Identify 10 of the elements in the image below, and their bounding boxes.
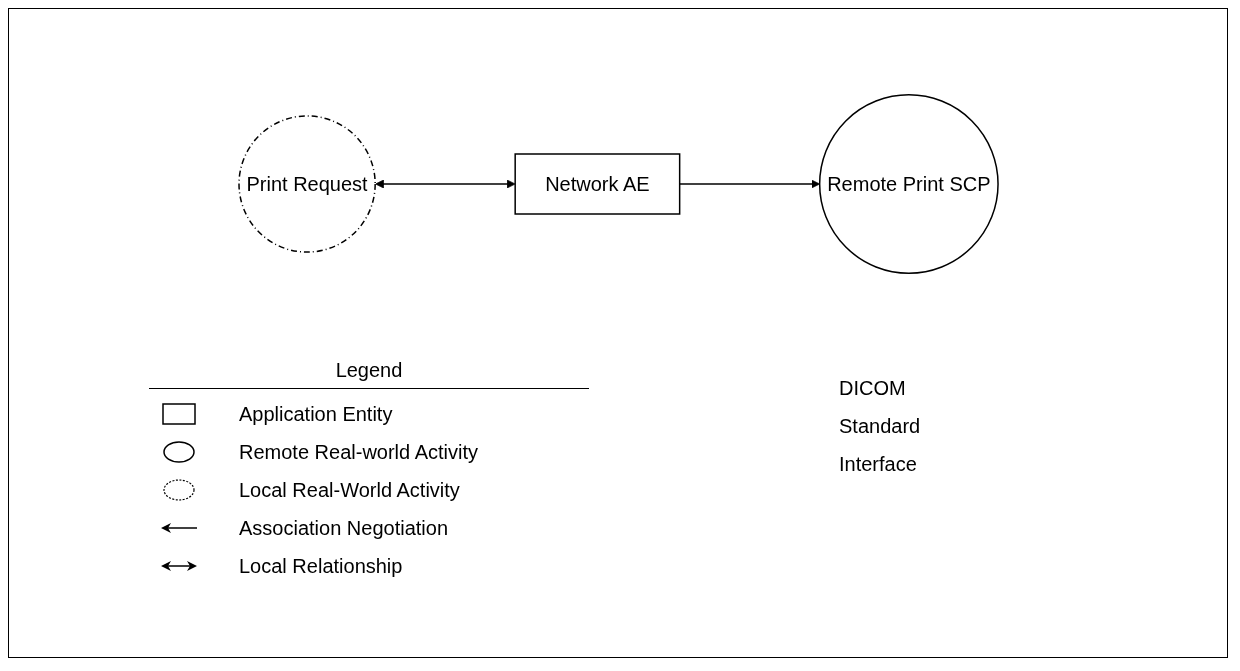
- legend-text: Local Relationship: [239, 554, 403, 578]
- node-circle: Print Request: [238, 115, 377, 253]
- legend-text: Association Negotiation: [239, 516, 448, 540]
- legend-text: Remote Real-world Activity: [239, 440, 478, 464]
- node-circle: Remote Print SCP: [819, 94, 1000, 274]
- legend-text: Application Entity: [239, 402, 393, 426]
- node-box: Network AE: [514, 153, 681, 215]
- legend-text: Local Real-World Activity: [239, 478, 460, 502]
- interface-label: DICOM Standard Interface: [839, 376, 922, 477]
- legend-title: Legend: [149, 359, 589, 389]
